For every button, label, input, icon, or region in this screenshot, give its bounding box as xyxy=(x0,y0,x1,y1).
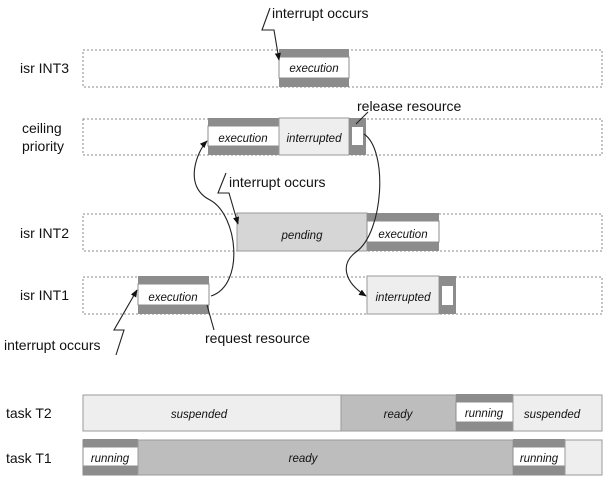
interrupt-zigzag-int3 xyxy=(261,7,281,61)
t2-running-label: running xyxy=(465,408,504,420)
t1-running-end-label: running xyxy=(520,453,559,465)
annotation-interrupt-occurs-int3: interrupt occurs xyxy=(272,5,368,21)
int2-pending-label: pending xyxy=(281,230,324,242)
row-label-int1: isr INT1 xyxy=(20,287,69,303)
t1-ready-label: ready xyxy=(289,453,319,465)
row-label-t1: task T1 xyxy=(6,450,52,466)
annotation-release-resource: release resource xyxy=(357,98,461,114)
t2-running-block: running xyxy=(455,394,514,431)
t1-ready-block: ready xyxy=(137,439,514,476)
int1-execution-label: execution xyxy=(148,292,197,304)
ceiling-execution-label: execution xyxy=(218,133,267,145)
release-leader-line xyxy=(355,111,369,125)
row-label-priority: priority xyxy=(22,138,64,154)
ceiling-interrupted-block: interrupted xyxy=(278,117,350,156)
row-label-int2: isr INT2 xyxy=(20,225,69,241)
request-leader-line xyxy=(206,304,215,331)
t2-ready-label: ready xyxy=(384,409,414,421)
int1-interrupted-label: interrupted xyxy=(376,292,432,304)
annotation-interrupt-occurs-int2: interrupt occurs xyxy=(229,174,325,190)
int1-release-block xyxy=(439,276,456,314)
annotation-interrupt-occurs-int1: interrupt occurs xyxy=(4,337,100,353)
arrow-int1-to-ceiling xyxy=(193,140,235,297)
row-label-t2: task T2 xyxy=(6,405,52,421)
int3-execution-label: execution xyxy=(289,63,338,75)
row-label-int3: isr INT3 xyxy=(20,60,69,76)
int3-execution-block: execution xyxy=(278,49,350,87)
int2-pending-block: pending xyxy=(236,212,368,252)
t2-suspended-block: suspended xyxy=(82,394,342,432)
t2-ready-block: ready xyxy=(340,394,457,432)
t2-suspended-label: suspended xyxy=(171,409,228,421)
arrow-ceiling-release-to-int1 xyxy=(345,133,381,297)
annotation-request-resource: request resource xyxy=(205,330,310,346)
ceiling-execution-block: execution xyxy=(207,118,280,155)
t2-suspended-end-label: suspended xyxy=(524,409,581,421)
row-label-ceiling: ceiling xyxy=(22,120,62,136)
int2-execution-block: execution xyxy=(366,213,440,251)
t1-running-block: running xyxy=(82,439,139,475)
t1-running-end-block: running xyxy=(512,439,603,476)
ceiling-interrupted-label: interrupted xyxy=(287,133,343,145)
interrupt-zigzag-int2 xyxy=(217,172,240,225)
t2-suspended-end-block: suspended xyxy=(512,394,603,432)
int1-interrupted-block: interrupted xyxy=(366,275,440,315)
int1-execution-block: execution xyxy=(137,276,210,314)
ceiling-release-block xyxy=(349,118,366,155)
t1-running-label: running xyxy=(91,453,130,465)
interrupt-zigzag-int1 xyxy=(113,289,138,356)
int2-execution-label: execution xyxy=(378,229,427,241)
